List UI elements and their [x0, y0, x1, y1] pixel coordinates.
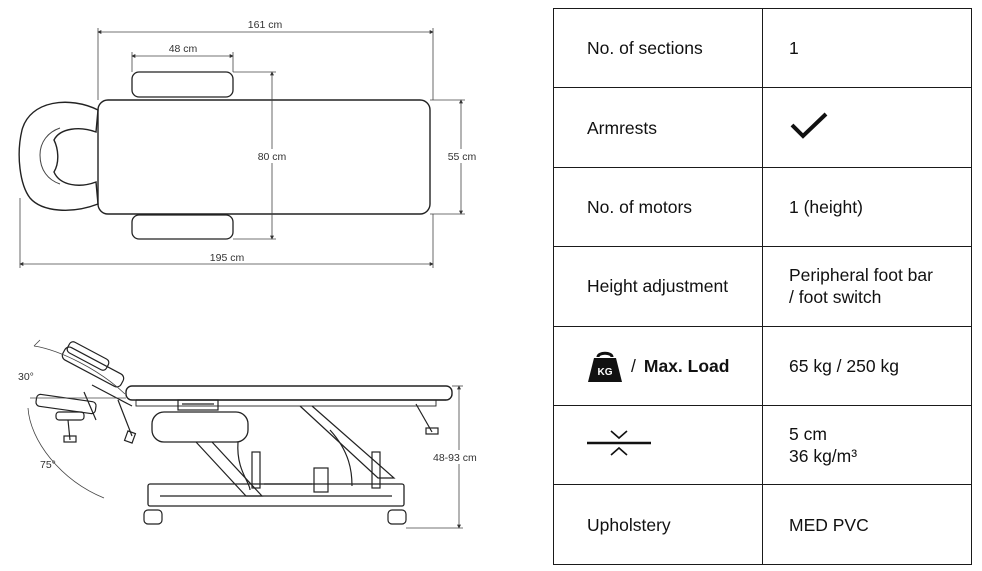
armrest-bottom	[131, 214, 234, 240]
angle-75: 75°	[40, 459, 56, 471]
side-view	[27, 339, 453, 525]
spec-value-line: 36 kg/m³	[789, 446, 858, 467]
side-table-top	[125, 385, 453, 401]
dim-195: 195 cm	[210, 252, 245, 264]
table-row: Armrests	[553, 87, 972, 168]
spec-label: Max. Load	[643, 355, 730, 376]
side-headrest-raised	[61, 341, 133, 421]
foam-compression-icon	[587, 430, 651, 456]
spec-value: 65 kg / 250 kg	[762, 325, 972, 406]
top-view-labels: 161 cm 48 cm 80 cm 55 cm 195 cm	[169, 18, 480, 264]
table-row: 5 cm 36 kg/m³	[553, 404, 972, 486]
side-view-labels: 30° 75° 48-93 cm	[18, 371, 486, 471]
top-view	[18, 71, 431, 240]
weight-badge-text: KG	[598, 367, 613, 378]
spec-label: Upholstery	[553, 484, 763, 565]
spec-value: 1	[762, 7, 972, 89]
side-base	[147, 483, 405, 507]
specs-table: No. of sections 1 Armrests No. of motors…	[553, 7, 972, 565]
spec-value-line: Peripheral foot bar	[789, 265, 933, 286]
dim-48-93: 48-93 cm	[433, 452, 477, 464]
max-load-separator: /	[631, 355, 636, 376]
angle-30: 30°	[18, 371, 34, 383]
face-cushion	[18, 101, 99, 211]
table-row: Upholstery MED PVC	[553, 484, 972, 565]
spec-value-line: 5 cm	[789, 424, 827, 445]
table-row: Height adjustment Peripheral foot bar / …	[553, 246, 972, 327]
top-view-dimensions	[19, 28, 465, 268]
dim-161: 161 cm	[248, 19, 283, 31]
armrest-top	[131, 71, 234, 98]
spec-label: No. of sections	[553, 7, 763, 89]
spec-label-max-load: KG / Max. Load	[553, 325, 763, 406]
side-headrest-lowered	[35, 393, 137, 444]
spec-value: 5 cm 36 kg/m³	[762, 404, 972, 486]
spec-value: MED PVC	[762, 484, 972, 565]
spec-label: Height adjustment	[553, 246, 763, 327]
dim-48: 48 cm	[169, 43, 198, 55]
checkmark-icon	[790, 112, 828, 139]
spec-value	[762, 87, 972, 168]
spec-value: Peripheral foot bar / foot switch	[762, 246, 972, 327]
table-row: No. of motors 1 (height)	[553, 166, 972, 248]
spec-value-line: / foot switch	[789, 287, 882, 308]
technical-drawings: 161 cm 48 cm 80 cm 55 cm 195 cm	[18, 18, 486, 529]
weight-icon: KG	[588, 351, 622, 382]
table-row: No. of sections 1	[553, 7, 972, 89]
table-top	[97, 99, 431, 215]
side-motor	[151, 411, 249, 443]
spec-label-foam	[553, 404, 763, 486]
dim-80: 80 cm	[258, 151, 287, 163]
spec-label: No. of motors	[553, 166, 763, 248]
table-row: KG / Max. Load 65 kg / 250 kg	[553, 325, 972, 406]
spec-label: Armrests	[553, 87, 763, 168]
spec-value: 1 (height)	[762, 166, 972, 248]
dim-55: 55 cm	[448, 151, 477, 163]
